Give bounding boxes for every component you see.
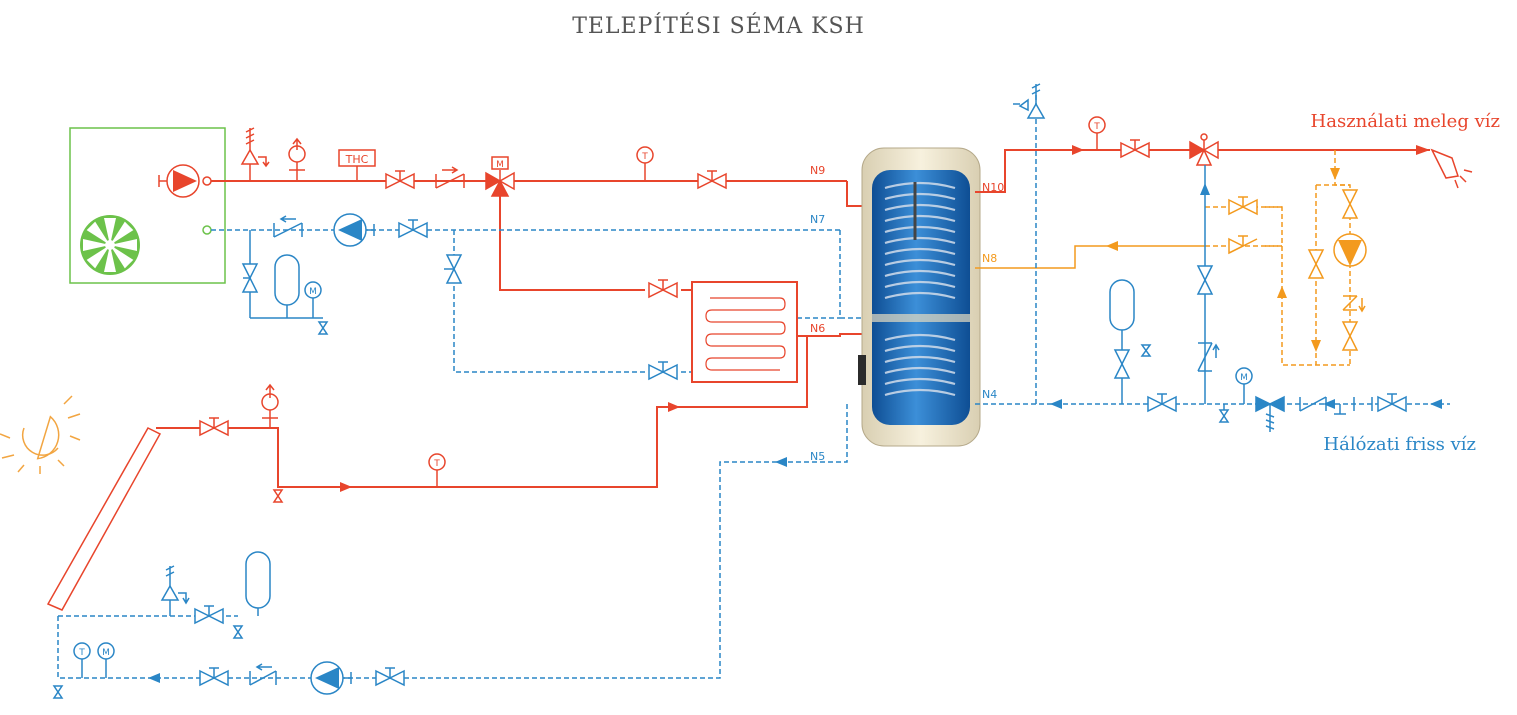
circulation-pump-icon (333, 213, 375, 247)
flow-arrow (1072, 145, 1084, 155)
heat-pump-unit (69, 127, 226, 284)
flow-arrow (668, 402, 680, 412)
n8-label: N8 (982, 252, 997, 265)
flow-arrow (1277, 286, 1287, 298)
gate-valve-icon (1120, 139, 1150, 159)
circulation-dashed (1205, 150, 1351, 366)
drain-valve-icon (272, 489, 284, 503)
flow-arrow (1106, 241, 1118, 251)
gate-valve-icon (648, 279, 678, 299)
solar-return-line (57, 404, 848, 679)
n9-label: N9 (810, 164, 825, 177)
thermometer-label: T (1093, 122, 1100, 132)
expansion-vessel-group: M (241, 230, 329, 335)
flow-arrow (340, 482, 352, 492)
flow-arrow (1311, 340, 1321, 352)
gate-valve-icon (1228, 196, 1258, 216)
three-way-valve-icon: M (485, 156, 515, 197)
n7-label: N7 (810, 213, 825, 226)
flow-arrow (1416, 145, 1430, 155)
thermometer-label: T (78, 648, 85, 658)
solar-return-valves (199, 663, 405, 687)
flow-arrow (1330, 168, 1340, 180)
thermometer-label: T (641, 152, 648, 162)
heat-pump-flow-line (211, 180, 975, 291)
gate-valve-icon (199, 417, 229, 437)
n6-label: N6 (810, 322, 825, 335)
heat-pump-return-line (211, 229, 975, 373)
solar-gauges: T M (52, 642, 115, 699)
gate-valve-icon (648, 361, 678, 381)
bypass-valve-icon (444, 254, 463, 284)
thc-label: THC (345, 153, 369, 166)
flow-arrow (1200, 183, 1210, 195)
safety-valve-icon (240, 127, 270, 181)
heat-pump-pump-icon (158, 164, 200, 198)
sun-icon (0, 395, 81, 474)
thermometer-label: T (433, 459, 440, 469)
page-title: TELEPÍTÉSI SÉMA KSH (572, 14, 865, 39)
fresh-water-label: Hálózati friss víz (1323, 434, 1476, 455)
solar-pump-icon (310, 661, 352, 695)
check-valve-icon (435, 166, 465, 189)
flow-arrow (1050, 399, 1062, 409)
mixing-valve-icon (1189, 133, 1219, 166)
flow-arrow (775, 457, 787, 467)
solar-flow-line (156, 336, 808, 488)
solar-collector (46, 427, 162, 611)
safety-valve-icon (1013, 83, 1046, 119)
flow-arrow (1323, 399, 1335, 409)
valve-column-icons (1307, 189, 1366, 351)
heat-exchanger (691, 281, 798, 383)
flow-arrow (148, 673, 160, 683)
air-vent-icon (288, 137, 306, 181)
n10-label: N10 (982, 181, 1004, 194)
check-valve-icon (273, 215, 303, 238)
manometer-label: M (1240, 373, 1248, 383)
dhw-expansion-vessel (1109, 279, 1152, 404)
hot-water-label: Használati meleg víz (1311, 111, 1500, 132)
gate-valve-icon (1228, 235, 1258, 255)
manometer-label: M (309, 287, 317, 297)
gate-valve-icon (697, 170, 727, 190)
pressure-reducer-group: M (1218, 367, 1407, 432)
thermometer-icon: T (636, 146, 654, 181)
solar-safety-group (160, 551, 271, 639)
gate-valve-icon (385, 170, 415, 190)
fan-icon (80, 215, 140, 275)
air-vent-icon (261, 383, 279, 428)
motor-label: M (496, 160, 504, 170)
circulation-pump-icon (1333, 233, 1367, 267)
thermometer-icon: T (1088, 116, 1106, 150)
gate-valve-icon (398, 219, 428, 239)
manometer-label: M (102, 648, 110, 658)
thermometer-icon: T (428, 453, 446, 487)
circulation-line (975, 245, 1205, 269)
cold-valves (1147, 265, 1220, 413)
n5-label: N5 (810, 450, 825, 463)
shower-head-icon (1430, 148, 1473, 189)
n4-label: N4 (982, 388, 997, 401)
flow-arrow (1430, 399, 1442, 409)
thc-sensor: THC (338, 149, 376, 181)
cold-water-line (975, 95, 1450, 405)
storage-tank (858, 147, 981, 447)
